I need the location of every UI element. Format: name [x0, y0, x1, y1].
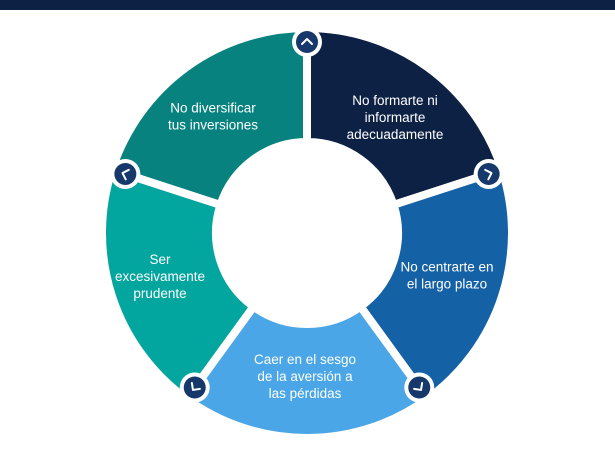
- chevron-arrow-icon: [404, 372, 435, 403]
- segment-label-line: informarte: [365, 110, 426, 125]
- segment-label-line: las pérdidas: [269, 386, 342, 401]
- segment-label-no-informarte: No formarte ni informarte adecuadamente: [347, 93, 444, 142]
- chevron-arrow-icon: [473, 158, 504, 189]
- segment-label-line: tus inversiones: [168, 118, 258, 133]
- segment-label-no-largo-plazo: No centrarte en el largo plazo: [400, 260, 493, 292]
- chevron-arrow-icon: [179, 372, 210, 403]
- segment-label-line: el largo plazo: [407, 277, 487, 292]
- segment-label-excesivamente-prudente: Ser excesivamente prudente: [115, 252, 205, 301]
- segment-label-line: adecuadamente: [347, 127, 444, 142]
- chevron-arrow-icon: [292, 27, 322, 57]
- chevron-arrow-icon: [110, 158, 141, 189]
- segment-label-line: Caer en el sesgo: [254, 352, 356, 367]
- segment-label-line: No formarte ni: [352, 93, 438, 108]
- segment-label-line: No diversificar: [170, 101, 256, 116]
- segment-label-aversion-perdidas: Caer en el sesgo de la aversión a las pérd…: [254, 352, 356, 401]
- segment-label-line: prudente: [133, 286, 186, 301]
- segment-label-no-diversificar: No diversificar tus inversiones: [168, 101, 258, 133]
- segment-label-line: No centrarte en: [400, 260, 493, 275]
- segment-label-line: Ser: [149, 252, 171, 267]
- header-bar: [0, 0, 615, 10]
- center-hole: [216, 142, 398, 324]
- segment-label-line: excesivamente: [115, 269, 205, 284]
- segment-label-line: de la aversión a: [257, 369, 353, 384]
